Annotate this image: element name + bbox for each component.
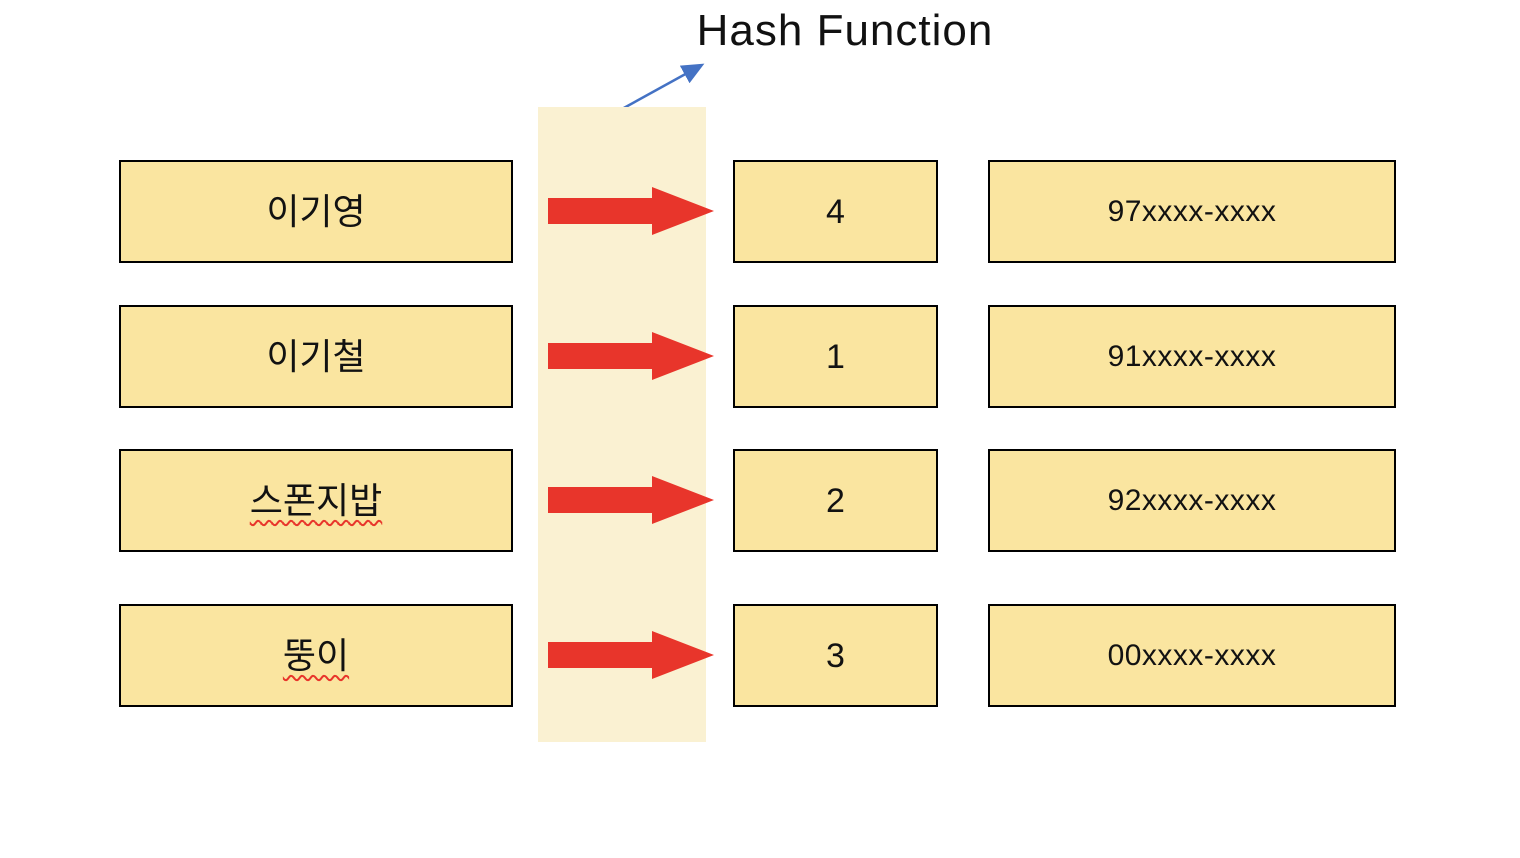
key-label: 이기영 — [266, 190, 366, 232]
diagram-title: Hash Function — [696, 6, 994, 55]
hash-index-box: 3 — [733, 604, 938, 707]
key-label: 스폰지밥 — [249, 479, 383, 521]
hash-mapping-row: 스폰지밥 2 92xxxx-xxxx — [0, 449, 1520, 552]
hash-index-label: 3 — [826, 636, 845, 675]
key-box: 뚱이 — [119, 604, 513, 707]
arrow-right-icon — [548, 631, 714, 679]
phone-value-box: 91xxxx-xxxx — [988, 305, 1396, 408]
hash-index-label: 4 — [826, 192, 845, 231]
hash-mapping-row: 뚱이 3 00xxxx-xxxx — [0, 604, 1520, 707]
hash-mapping-row: 이기영 4 97xxxx-xxxx — [0, 160, 1520, 263]
hash-index-box: 4 — [733, 160, 938, 263]
phone-value-label: 92xxxx-xxxx — [1107, 483, 1277, 517]
key-label: 이기철 — [266, 335, 366, 377]
key-label: 뚱이 — [282, 634, 350, 676]
key-box: 이기영 — [119, 160, 513, 263]
hash-index-label: 2 — [826, 481, 845, 520]
hash-mapping-row: 이기철 1 91xxxx-xxxx — [0, 305, 1520, 408]
phone-value-box: 97xxxx-xxxx — [988, 160, 1396, 263]
phone-value-box: 00xxxx-xxxx — [988, 604, 1396, 707]
phone-value-box: 92xxxx-xxxx — [988, 449, 1396, 552]
diagonal-pointer-arrow-icon — [621, 63, 705, 111]
arrow-right-icon — [548, 476, 714, 524]
key-box: 이기철 — [119, 305, 513, 408]
arrow-right-icon — [548, 332, 714, 380]
phone-value-label: 97xxxx-xxxx — [1107, 194, 1277, 228]
arrow-right-icon — [548, 187, 714, 235]
hash-index-label: 1 — [826, 337, 845, 376]
hash-index-box: 1 — [733, 305, 938, 408]
phone-value-label: 00xxxx-xxxx — [1107, 638, 1277, 672]
key-box: 스폰지밥 — [119, 449, 513, 552]
phone-value-label: 91xxxx-xxxx — [1107, 339, 1277, 373]
hash-index-box: 2 — [733, 449, 938, 552]
